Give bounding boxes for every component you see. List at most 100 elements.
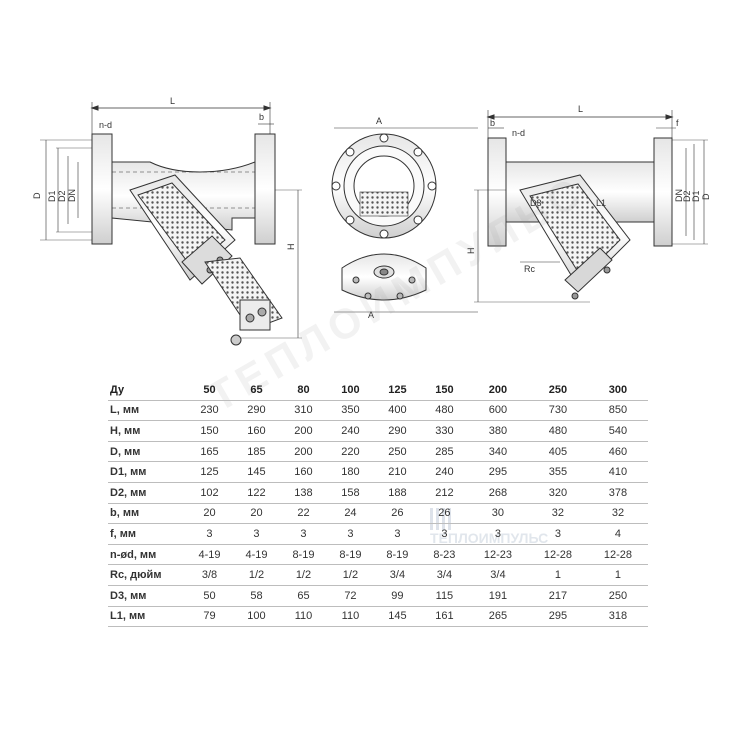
table-cell: 26: [373, 503, 421, 525]
table-cell: 150: [186, 420, 233, 442]
row-label: D2, мм: [108, 482, 186, 504]
label-n-d: n-d: [99, 120, 112, 130]
table-cell: 295: [467, 461, 528, 483]
table-cell: 540: [587, 420, 648, 442]
label-D1: D1: [47, 190, 57, 202]
table-cell: 145: [232, 461, 280, 483]
table-cell: 480: [527, 420, 588, 442]
table-cell: 160: [279, 461, 327, 483]
label-L1: L1: [596, 198, 606, 208]
table-cell: 58: [232, 585, 280, 607]
row-label: H, мм: [108, 420, 186, 442]
table-cell: 72: [326, 585, 374, 607]
label-D-right: D: [701, 193, 711, 200]
spec-table: Ду 50 65 80 100 125 150 200 250 300 L, м…: [108, 380, 648, 628]
table-cell: 350: [326, 400, 374, 422]
technical-drawing: L n-d b D D1 D2 DN H A A: [32, 96, 711, 346]
table-cell: 185: [232, 441, 280, 463]
table-cell: 320: [527, 482, 588, 504]
table-header-row: Ду 50 65 80 100 125 150 200 250 300: [108, 380, 648, 401]
header-cell: 125: [373, 380, 421, 401]
label-L: L: [170, 96, 175, 106]
table-cell: 99: [373, 585, 421, 607]
header-cell: 150: [420, 380, 468, 401]
table-cell: 378: [587, 482, 648, 504]
table-cell: 79: [186, 606, 233, 628]
header-cell: Ду: [108, 380, 186, 401]
table-cell: 8-23: [420, 544, 468, 566]
table-cell: 165: [186, 441, 233, 463]
table-cell: 240: [326, 420, 374, 442]
label-b: b: [259, 112, 264, 122]
table-cell: 265: [467, 606, 528, 628]
table-cell: 8-19: [279, 544, 327, 566]
table-cell: 138: [279, 482, 327, 504]
header-cell: 100: [326, 380, 374, 401]
table-cell: 110: [326, 606, 374, 628]
table-cell: 310: [279, 400, 327, 422]
table-cell: 3/8: [186, 564, 233, 586]
table-cell: 24: [326, 503, 374, 525]
right-view-labels: L b f n-d DN D2 D1 D H D3 L1 Rc: [466, 104, 711, 274]
table-cell: 212: [420, 482, 468, 504]
table-cell: 600: [467, 400, 528, 422]
table-cell: 220: [326, 441, 374, 463]
table-cell: 158: [326, 482, 374, 504]
row-label: b, мм: [108, 503, 186, 525]
table-cell: 30: [467, 503, 528, 525]
label-DN-right: DN: [674, 189, 684, 202]
table-cell: 12-28: [527, 544, 588, 566]
row-label: D1, мм: [108, 461, 186, 483]
table-cell: 318: [587, 606, 648, 628]
table-cell: 210: [373, 461, 421, 483]
table-cell: 230: [186, 400, 233, 422]
row-label: n-ød, мм: [108, 544, 186, 566]
table-cell: 191: [467, 585, 528, 607]
header-cell: 65: [232, 380, 280, 401]
table-cell: 1: [587, 564, 648, 586]
label-D3: D3: [530, 198, 542, 208]
row-label: Rc, дюйм: [108, 564, 186, 586]
table-cell: 730: [527, 400, 588, 422]
table-cell: 180: [326, 461, 374, 483]
table-cell: 3/4: [373, 564, 421, 586]
table-cell: 330: [420, 420, 468, 442]
table-cell: 115: [420, 585, 468, 607]
table-cell: 3: [326, 523, 374, 545]
front-view-labels: A A: [368, 116, 382, 320]
table-cell: 100: [232, 606, 280, 628]
table-cell: 3: [279, 523, 327, 545]
table-cell: 290: [373, 420, 421, 442]
header-cell: 300: [587, 380, 648, 401]
header-cell: 250: [527, 380, 588, 401]
table-cell: 20: [232, 503, 280, 525]
table-cell: 200: [279, 441, 327, 463]
table-cell: 405: [527, 441, 588, 463]
left-side-view: [40, 102, 302, 346]
table-cell: 200: [279, 420, 327, 442]
table-cell: 160: [232, 420, 280, 442]
table-cell: 1/2: [279, 564, 327, 586]
label-n-d-right: n-d: [512, 128, 525, 138]
table-cell: 50: [186, 585, 233, 607]
table-cell: 12-28: [587, 544, 648, 566]
table-cell: 145: [373, 606, 421, 628]
label-L-right: L: [578, 104, 583, 114]
row-label: L1, мм: [108, 606, 186, 628]
table-cell: 250: [373, 441, 421, 463]
table-cell: 3: [467, 523, 528, 545]
label-H: H: [286, 244, 296, 251]
table-cell: 110: [279, 606, 327, 628]
table-cell: 8-19: [373, 544, 421, 566]
table-cell: 295: [527, 606, 588, 628]
table-cell: 850: [587, 400, 648, 422]
table-cell: 3/4: [467, 564, 528, 586]
